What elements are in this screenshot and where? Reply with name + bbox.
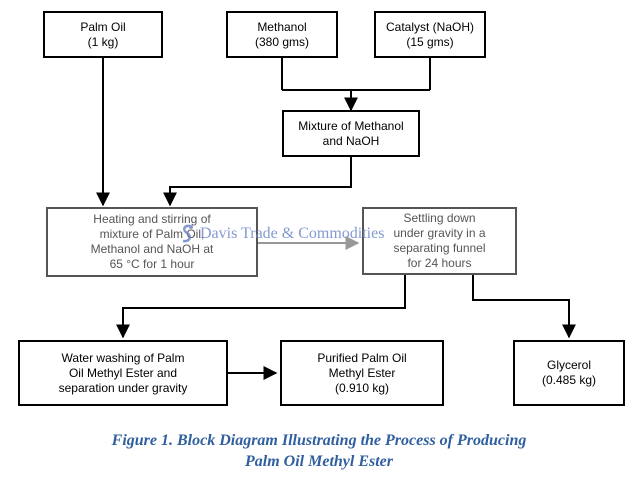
figure-caption-line-2: Palm Oil Methyl Ester: [245, 453, 393, 470]
settling-box: Settling down under gravity in a separat…: [362, 207, 517, 275]
arrow-mixture-to-heating: [163, 157, 352, 207]
purified-ester-box: Purified Palm Oil Methyl Ester (0.910 kg…: [280, 340, 444, 406]
arrow-settling-to-glycerol: [472, 275, 576, 339]
heating-box: Heating and stirring of mixture of Palm …: [46, 207, 258, 277]
heating-line-2: mixture of Palm Oil,: [99, 227, 205, 241]
washing-line-2: Oil Methyl Ester and: [68, 365, 178, 380]
catalyst-label: Catalyst (NaOH): [385, 19, 474, 34]
settling-line-3: separating funnel: [393, 241, 486, 255]
purified-line-2: Methyl Ester: [328, 365, 396, 380]
figure-caption-text: Block Diagram Illustrating the Process o…: [172, 432, 527, 449]
glycerol-quantity: (0.485 kg): [541, 373, 597, 387]
washing-line-3: separation under gravity: [58, 380, 188, 395]
heating-line-1: Heating and stirring of: [93, 212, 211, 226]
purified-line-1: Purified Palm Oil: [317, 350, 407, 365]
methanol-quantity: (380 gms): [254, 34, 310, 49]
catalyst-quantity: (15 gms): [406, 34, 454, 49]
heating-line-3: Methanol and NaOH at: [90, 242, 214, 256]
heating-line-4: 65 °C for 1 hour: [109, 257, 195, 271]
settling-line-1: Settling down: [403, 211, 476, 225]
washing-line-1: Water washing of Palm: [61, 350, 185, 365]
purified-quantity: (0.910 kg): [334, 380, 390, 395]
settling-line-4: for 24 hours: [407, 256, 472, 270]
glycerol-box: Glycerol (0.485 kg): [513, 340, 625, 406]
catalyst-box: Catalyst (NaOH) (15 gms): [374, 11, 486, 58]
methanol-box: Methanol (380 gms): [226, 11, 338, 58]
settling-line-2: under gravity in a: [393, 226, 486, 240]
figure-caption: Figure 1. Block Diagram Illustrating the…: [0, 432, 638, 450]
palm-oil-label: Palm Oil: [80, 19, 126, 34]
watermark: Davis Trade & Commodities: [178, 222, 448, 246]
arrow-settling-to-washing: [116, 275, 406, 339]
methanol-label: Methanol: [257, 19, 307, 34]
figure-caption-label: Figure 1.: [111, 432, 173, 449]
watermark-text: Davis Trade & Commodities: [200, 225, 385, 242]
watermark-logo-icon: [182, 224, 193, 243]
washing-box: Water washing of Palm Oil Methyl Ester a…: [18, 340, 228, 406]
palm-oil-quantity: (1 kg): [87, 34, 119, 49]
glycerol-label: Glycerol: [546, 358, 591, 372]
mixture-line-2: and NaOH: [322, 133, 380, 148]
mixture-line-1: Mixture of Methanol: [298, 118, 404, 133]
palm-oil-box: Palm Oil (1 kg): [43, 11, 163, 58]
mixture-box: Mixture of Methanol and NaOH: [282, 110, 420, 157]
